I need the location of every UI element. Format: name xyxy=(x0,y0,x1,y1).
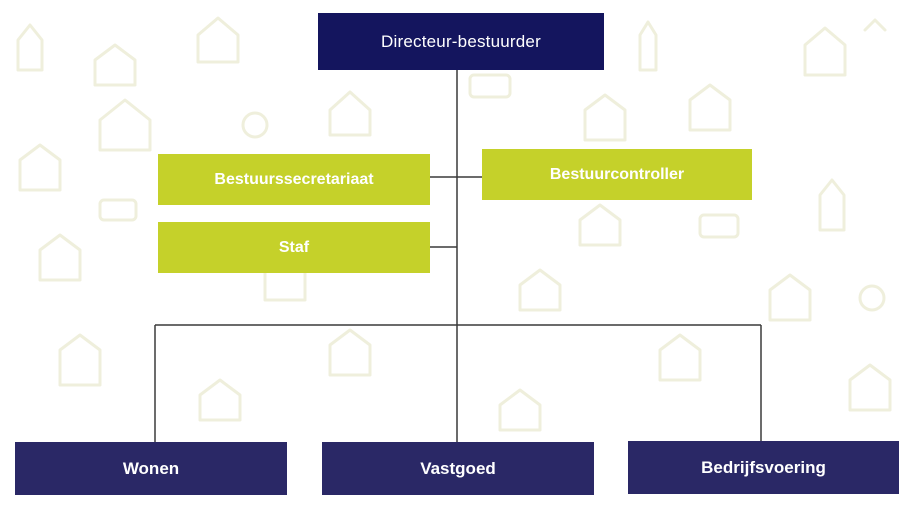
bedrijfsvoering-label: Bedrijfsvoering xyxy=(701,457,826,477)
house-outline-icon xyxy=(498,388,542,432)
house-outline-icon xyxy=(93,43,137,87)
house-outline-icon xyxy=(198,378,242,422)
house-outline-icon xyxy=(16,23,44,72)
secretariaat-box: Bestuurssecretariaat xyxy=(158,154,430,205)
house-outline-icon xyxy=(98,98,152,152)
house-outline-icon xyxy=(328,90,372,137)
staf-box: Staf xyxy=(158,222,430,273)
house-outline-icon xyxy=(328,328,372,377)
wonen-box: Wonen xyxy=(15,442,287,495)
house-outline-icon xyxy=(578,203,622,247)
sun-icon xyxy=(858,284,886,312)
house-outline-icon xyxy=(638,20,658,72)
vastgoed-box: Vastgoed xyxy=(322,442,594,495)
house-outline-icon xyxy=(518,268,562,312)
controller-box: Bestuurcontroller xyxy=(482,149,752,200)
house-outline-icon xyxy=(38,233,82,282)
director-box: Directeur-bestuurder xyxy=(318,13,604,70)
vastgoed-label: Vastgoed xyxy=(420,458,496,478)
house-outline-icon xyxy=(688,83,732,132)
controller-label: Bestuurcontroller xyxy=(549,165,685,183)
sun-icon xyxy=(241,111,269,139)
director-label: Directeur-bestuurder xyxy=(381,31,541,51)
wonen-label: Wonen xyxy=(122,458,180,478)
bedrijfsvoering-box: Bedrijfsvoering xyxy=(628,441,899,494)
house-outline-icon xyxy=(803,26,847,77)
house-outline-icon xyxy=(818,178,846,232)
house-outline-icon xyxy=(583,93,627,142)
house-outline-icon xyxy=(18,143,62,192)
chat-bubble-icon xyxy=(468,73,512,99)
house-outline-icon xyxy=(863,18,887,32)
house-outline-icon xyxy=(58,333,102,387)
staf-label: Staf xyxy=(278,238,310,256)
chat-bubble-icon xyxy=(698,213,740,239)
secretariaat-label: Bestuurssecretariaat xyxy=(214,170,374,188)
house-outline-icon xyxy=(658,333,702,382)
house-outline-icon xyxy=(196,16,240,64)
house-outline-icon xyxy=(848,363,892,412)
chat-bubble-icon xyxy=(98,198,138,222)
house-outline-icon xyxy=(768,273,812,322)
